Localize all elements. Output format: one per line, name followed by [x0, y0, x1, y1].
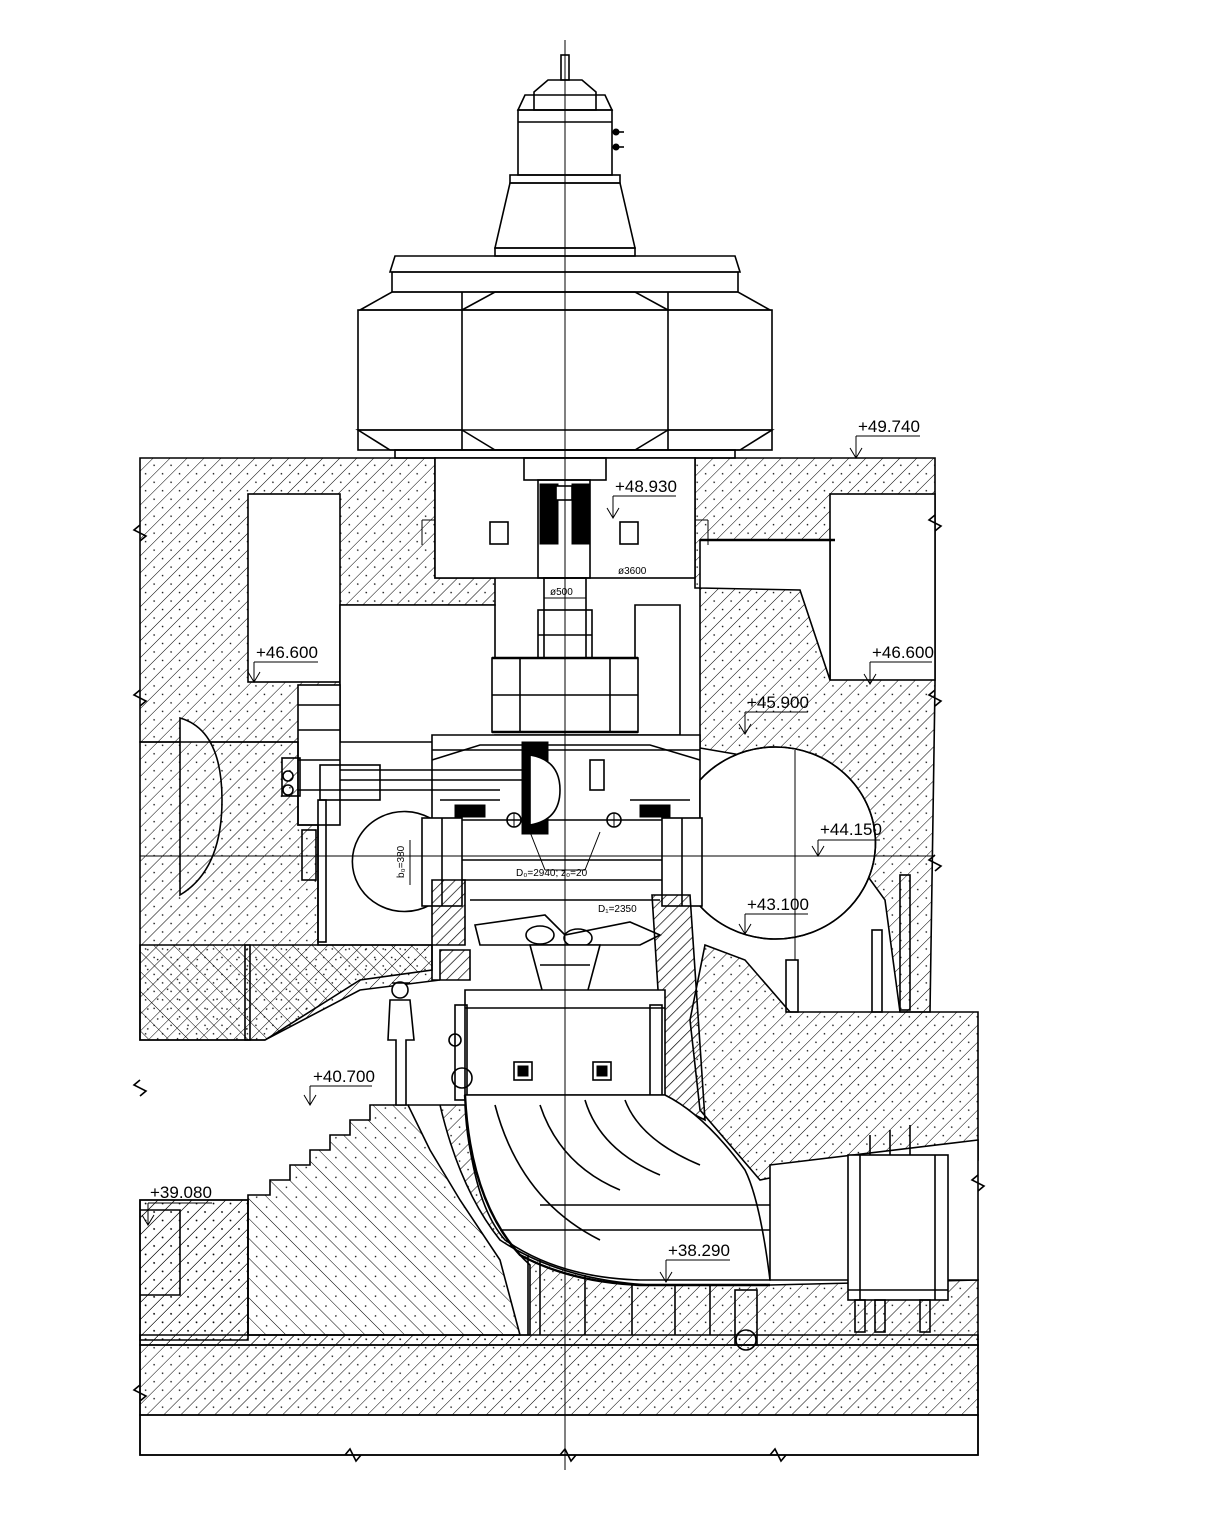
elevation-label: +48.930 [615, 477, 677, 496]
elevation-label: +49.740 [858, 417, 920, 436]
elevation-label: +40.700 [313, 1067, 375, 1086]
elevation-48930: +48.930 [606, 477, 677, 519]
elevation-label: +38.290 [668, 1241, 730, 1260]
elevation-label: +45.900 [747, 693, 809, 712]
guide-vane-circle-label: D₀=2940; z₀=20 [516, 868, 588, 879]
elevation-label: +46.600 [872, 643, 934, 662]
elevation-39080: +39.080 [141, 1183, 212, 1226]
person-figure [387, 981, 415, 1106]
anchor-bolts [527, 1255, 711, 1335]
elevation-49740: +49.740 [849, 417, 920, 459]
elevation-38290: +38.290 [659, 1241, 730, 1283]
elevation-label: +43.100 [747, 895, 809, 914]
upper-concrete-block [139, 457, 936, 1013]
elevation-label: +46.600 [256, 643, 318, 662]
break-marks [132, 514, 986, 1463]
left-stairwell-blocks [297, 684, 341, 826]
elevation-44150: +44.150 [811, 820, 882, 857]
pit-diameter-label: ø3600 [618, 566, 647, 577]
guide-vane-height-label: b₀=380 [396, 845, 407, 878]
shaft-diameter-label: ø500 [550, 587, 573, 598]
elevation-label: +39.080 [150, 1183, 212, 1202]
runner-diameter-label: D₁=2350 [598, 904, 637, 915]
head-cover-upper [339, 604, 681, 743]
elevation-label: +44.150 [820, 820, 882, 839]
foundation-slab [139, 1334, 979, 1456]
elevation-45900: +45.900 [738, 693, 809, 735]
stairs [139, 1104, 522, 1341]
elevation-46600-right: +46.600 [863, 643, 934, 685]
right-equipment [734, 1125, 979, 1351]
lower-concrete-block [139, 741, 979, 1346]
turbine-head-cover [281, 734, 701, 835]
centerlines [140, 40, 935, 1470]
elevation-43100: +43.100 [738, 895, 809, 935]
elevation-46600-left: +46.600 [247, 643, 318, 683]
elevation-40700: +40.700 [303, 1067, 375, 1106]
